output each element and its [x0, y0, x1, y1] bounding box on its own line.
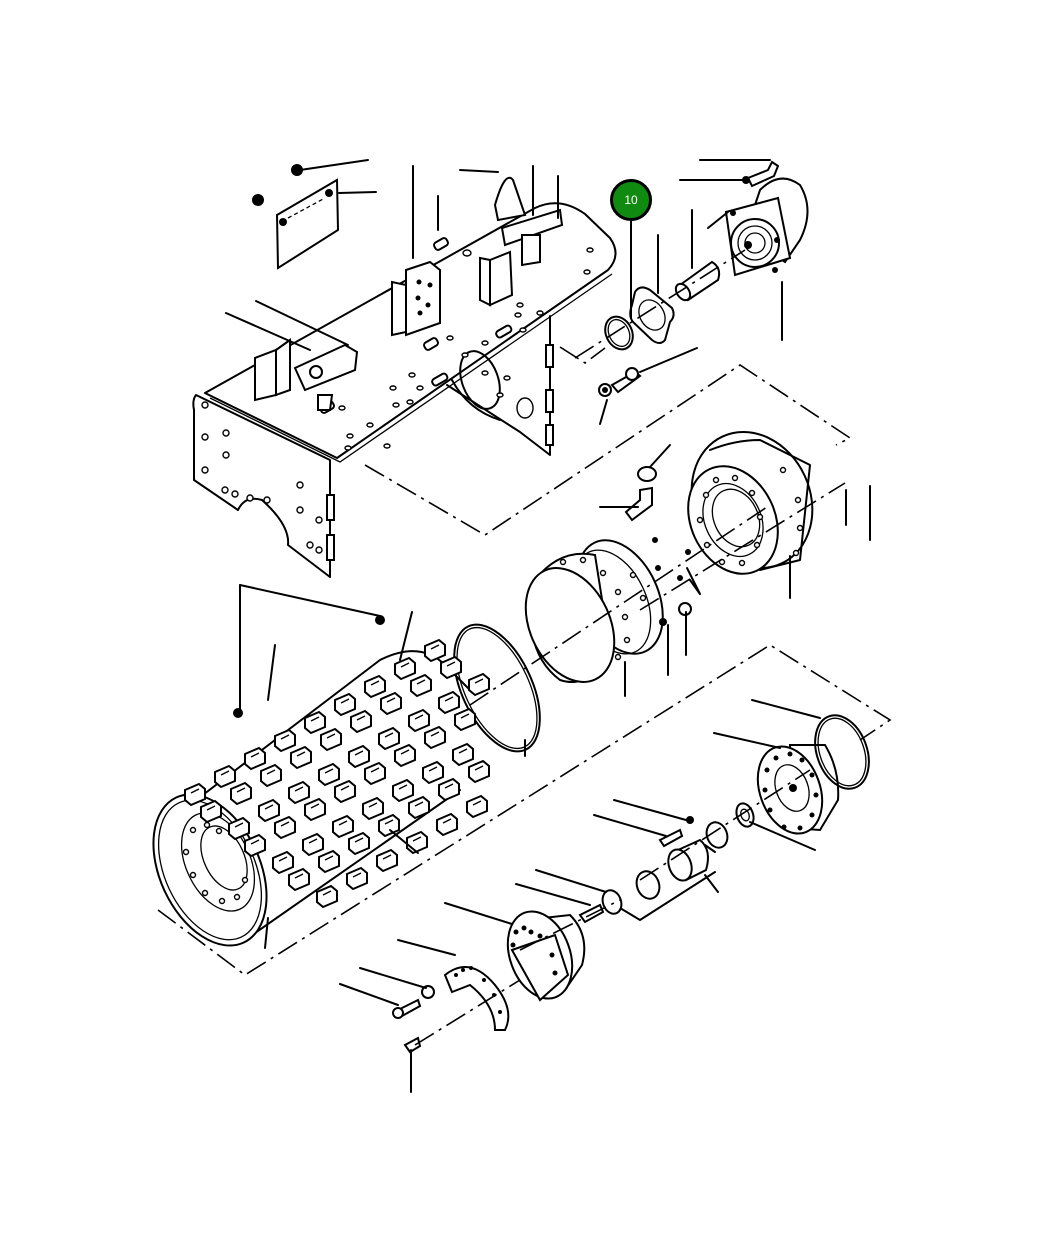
hydraulic-motor	[724, 177, 809, 277]
padfoot	[228, 816, 250, 841]
padfoot	[318, 849, 340, 874]
padfoot	[362, 796, 384, 821]
padfoot-drum	[152, 638, 490, 947]
motor-spacer	[674, 260, 721, 302]
padfoot	[320, 727, 342, 752]
data-plate	[252, 164, 340, 270]
padfoot	[438, 690, 460, 715]
padfoot	[466, 794, 488, 819]
padfoot	[376, 848, 398, 873]
padfoot	[364, 674, 386, 699]
padfoot	[318, 762, 340, 787]
padfoot	[408, 708, 430, 733]
mounting-brackets	[254, 176, 564, 411]
padfoot	[350, 709, 372, 734]
padfoot	[200, 799, 222, 824]
segment-plate	[443, 966, 510, 1031]
padfoot	[440, 655, 462, 680]
padfoot	[258, 798, 280, 823]
padfoot	[394, 743, 416, 768]
padfoot	[334, 692, 356, 717]
padfoot	[260, 763, 282, 788]
padfoot	[230, 781, 252, 806]
padfoot	[304, 797, 326, 822]
padfoot	[316, 884, 338, 909]
padfoot	[438, 777, 460, 802]
leader-lines	[225, 159, 871, 1093]
padfoot	[302, 832, 324, 857]
padfoot	[214, 764, 236, 789]
callout-10-label: 10	[624, 193, 638, 207]
padfoot	[332, 814, 354, 839]
padfoot	[392, 778, 414, 803]
padfoot	[436, 812, 458, 837]
padfoot	[272, 850, 294, 875]
padfoot	[334, 779, 356, 804]
padfoot	[408, 795, 430, 820]
padfoot	[424, 725, 446, 750]
padfoot	[304, 710, 326, 735]
upper-o-ring-lower	[814, 714, 870, 790]
padfoot	[380, 691, 402, 716]
end-hub	[506, 889, 623, 1002]
padfoot	[452, 742, 474, 767]
padfoot	[274, 728, 296, 753]
padfoot	[346, 866, 368, 891]
padfoot	[378, 726, 400, 751]
padfoot	[410, 673, 432, 698]
padfoot	[394, 656, 416, 681]
padfoot	[184, 782, 206, 807]
drum-flange	[524, 539, 664, 683]
padfoot	[422, 760, 444, 785]
padfoot	[348, 744, 370, 769]
padfoot	[288, 780, 310, 805]
padfoot	[274, 815, 296, 840]
motor-gasket	[629, 286, 675, 344]
padfoot	[244, 746, 266, 771]
padfoot	[364, 761, 386, 786]
padfoot	[454, 707, 476, 732]
o-ring-upper	[604, 315, 634, 351]
padfoot	[406, 830, 428, 855]
padfoot	[244, 833, 266, 858]
padfoot	[378, 813, 400, 838]
drive-housing	[687, 430, 814, 575]
fasteners-lower	[233, 615, 435, 1054]
padfoot	[468, 672, 490, 697]
padfoot	[424, 638, 446, 663]
padfoot	[288, 867, 310, 892]
bearing-set	[619, 802, 755, 921]
padfoot	[468, 759, 490, 784]
bearing-hub	[756, 744, 840, 835]
callout-10-badge[interactable]: 10	[610, 179, 652, 221]
padfoot	[348, 831, 370, 856]
padfoot	[290, 745, 312, 770]
